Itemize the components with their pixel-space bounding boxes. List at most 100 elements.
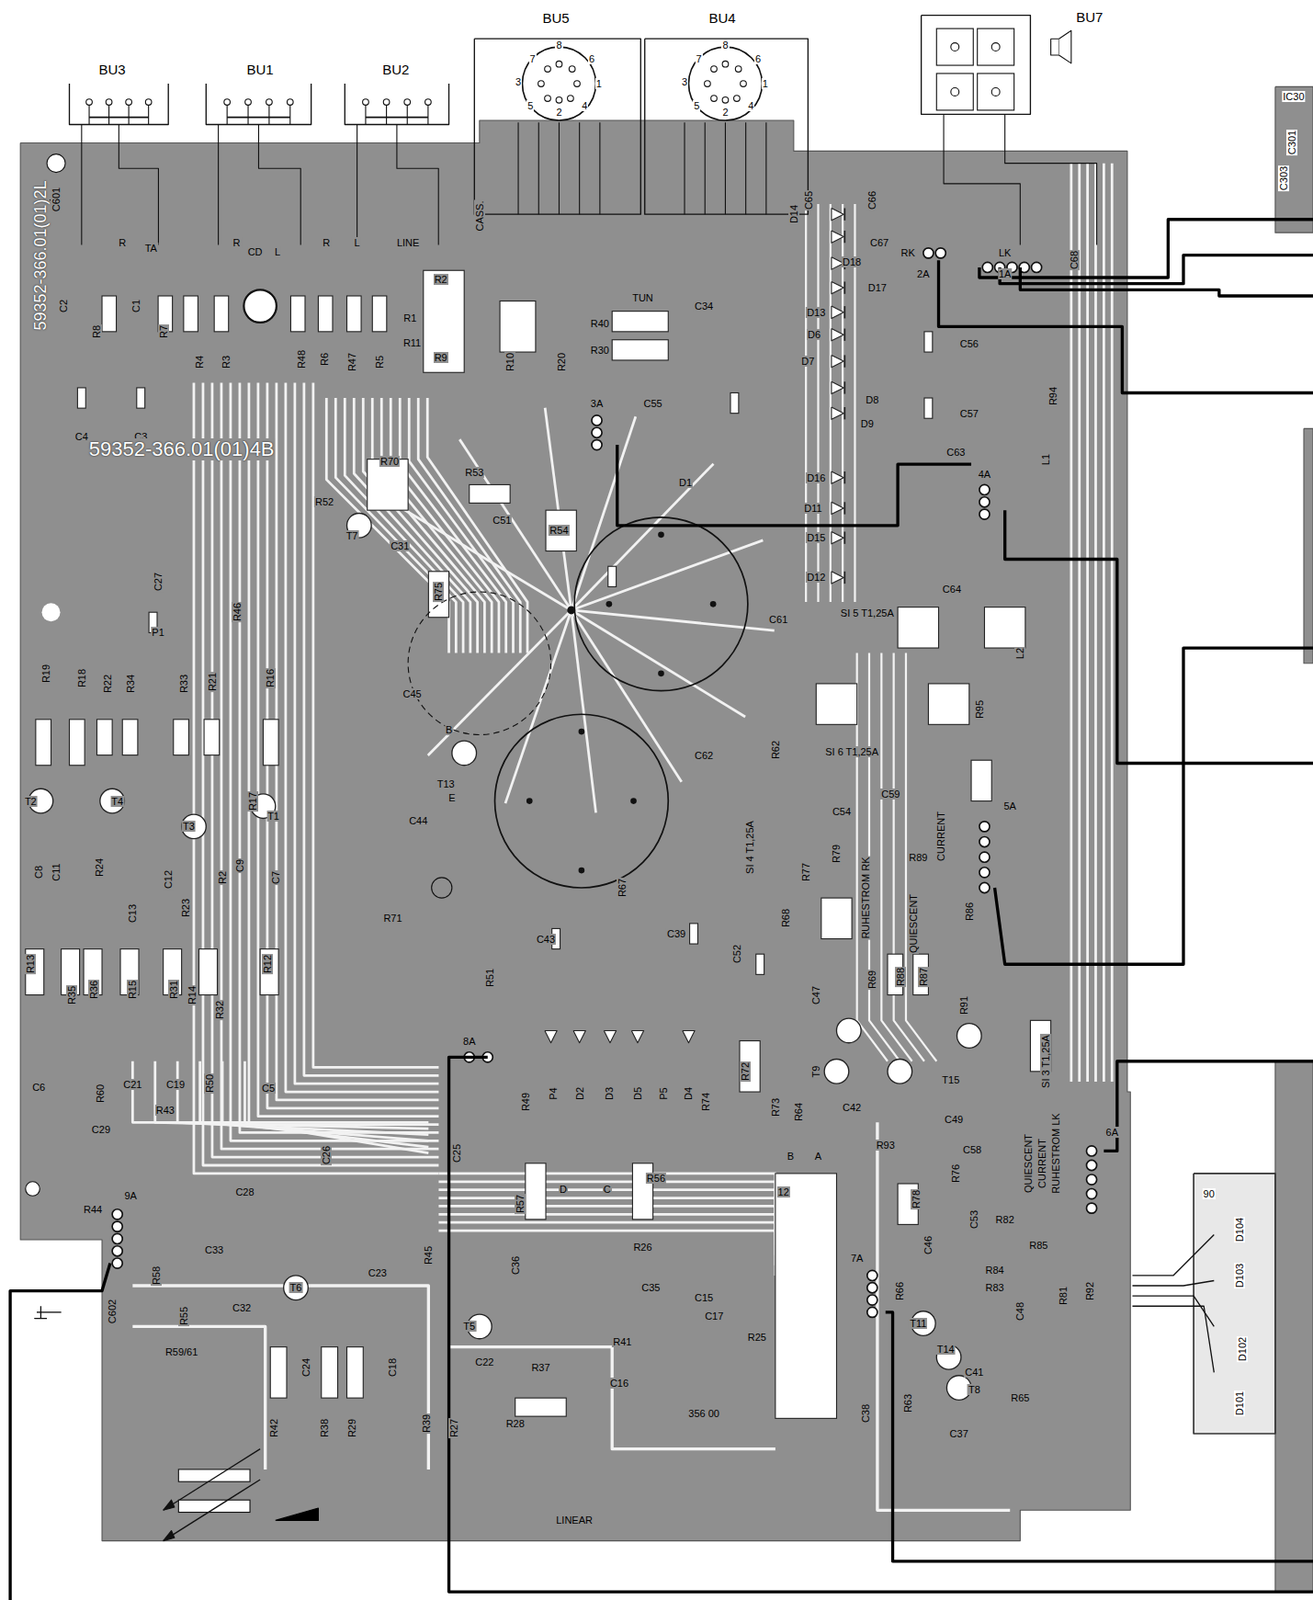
din-outline [645,38,809,215]
transistor-outline [956,1023,982,1049]
part-label: C7 [270,870,282,885]
transistor-outline [283,1275,309,1301]
connector-heading: BU2 [380,61,411,78]
copper-trace [544,407,572,611]
terminal-hole [991,43,1000,52]
part-label: R46 [231,601,243,623]
part-label: R47 [346,351,358,373]
copper-trace [438,1222,775,1266]
part-label: R95 [973,699,985,720]
part-label: C [602,1183,612,1195]
part-label: C38 [860,1403,872,1424]
copper-trace [571,464,714,611]
potentiometer-arrow [163,1499,175,1510]
part-label: RUHESTROM RK [860,855,872,940]
part-label: R40 [589,317,611,329]
jack-pin [404,99,411,106]
led-wire [1131,1305,1214,1372]
solder-pad [979,497,990,508]
copper-trace [571,540,764,611]
solder-pad [867,1294,878,1305]
din-pin [740,80,748,88]
part-label: C51 [491,514,512,526]
mount-hole [25,1181,41,1197]
part-label: 9A [123,1189,137,1201]
part-label: LINEAR [554,1514,594,1526]
diode-symbol [844,208,847,221]
solder-pad [1086,1159,1098,1170]
copper-trace [571,416,636,611]
part-label: R28 [505,1417,526,1429]
jack-wire [80,124,82,245]
component-body [545,509,577,551]
solder-pad [1086,1188,1098,1200]
part-label: D104 [1233,1216,1246,1243]
diode-symbol [831,305,844,318]
part-label: LINE [396,237,420,249]
copper-trace [571,610,597,813]
part-label: A [814,1150,823,1162]
component-body [199,949,218,996]
part-label: C6 [31,1081,46,1093]
part-label: 8A [462,1035,476,1047]
part-label: R82 [995,1213,1016,1225]
solder-pad [112,1257,123,1268]
component-body [203,719,220,756]
din-pin [711,95,718,102]
part-label: 6A [1105,1126,1120,1138]
part-label: R72 [739,1061,751,1082]
component-body [469,484,510,503]
part-label: 1 [761,78,770,90]
part-label: R45 [422,1245,434,1266]
transistor-outline [836,1018,861,1043]
diode-symbol [844,305,847,318]
part-label: 3 [680,76,689,88]
capacitor-symbol [924,331,933,352]
din-wire [558,122,560,215]
part-label: T3 [181,820,196,832]
board-number: 59352-366.01(01)2L [31,179,50,331]
part-label: D101 [1233,1390,1246,1416]
part-label: R78 [910,1188,922,1210]
copper-trace [396,505,572,611]
jack-wire [147,104,149,125]
copper-trace [390,397,499,654]
terminal-hole [950,87,960,96]
part-label: R77 [800,861,812,883]
part-label: 7 [529,53,537,65]
part-label: C49 [943,1113,964,1125]
part-label: R81 [1057,1285,1069,1306]
part-label: R92 [1084,1279,1096,1301]
part-label: R4 [193,354,205,370]
capacitor-symbol [924,397,933,419]
copper-trace [399,397,506,654]
part-label: C46 [922,1234,934,1256]
part-label: T14 [936,1343,956,1355]
potentiometer-symbol [178,1469,250,1482]
part-label: R29 [346,1417,358,1438]
jack-pin [425,99,432,106]
solder-pad [112,1233,123,1244]
connector-heading: BU1 [245,61,276,78]
solder-pad [979,836,990,847]
component-body [821,897,852,939]
part-label: R76 [950,1163,962,1184]
part-label: IC30 [1281,90,1305,102]
part-label: L [353,237,362,249]
part-label: R39 [420,1413,432,1434]
part-label: QUIESCENT [1022,1132,1034,1194]
diode-symbol [631,1030,644,1042]
capacitor-symbol [136,387,146,408]
part-label: T6 [289,1281,304,1293]
part-label: C34 [693,300,714,312]
part-label: R68 [780,907,792,929]
part-label: R41 [611,1335,633,1347]
component-body [815,683,857,725]
part-label: R8 [90,324,102,340]
diode-symbol [844,354,847,367]
component-body [347,295,363,332]
part-label: C17 [703,1310,725,1322]
component-body [270,1346,287,1399]
part-label: D6 [806,328,822,340]
